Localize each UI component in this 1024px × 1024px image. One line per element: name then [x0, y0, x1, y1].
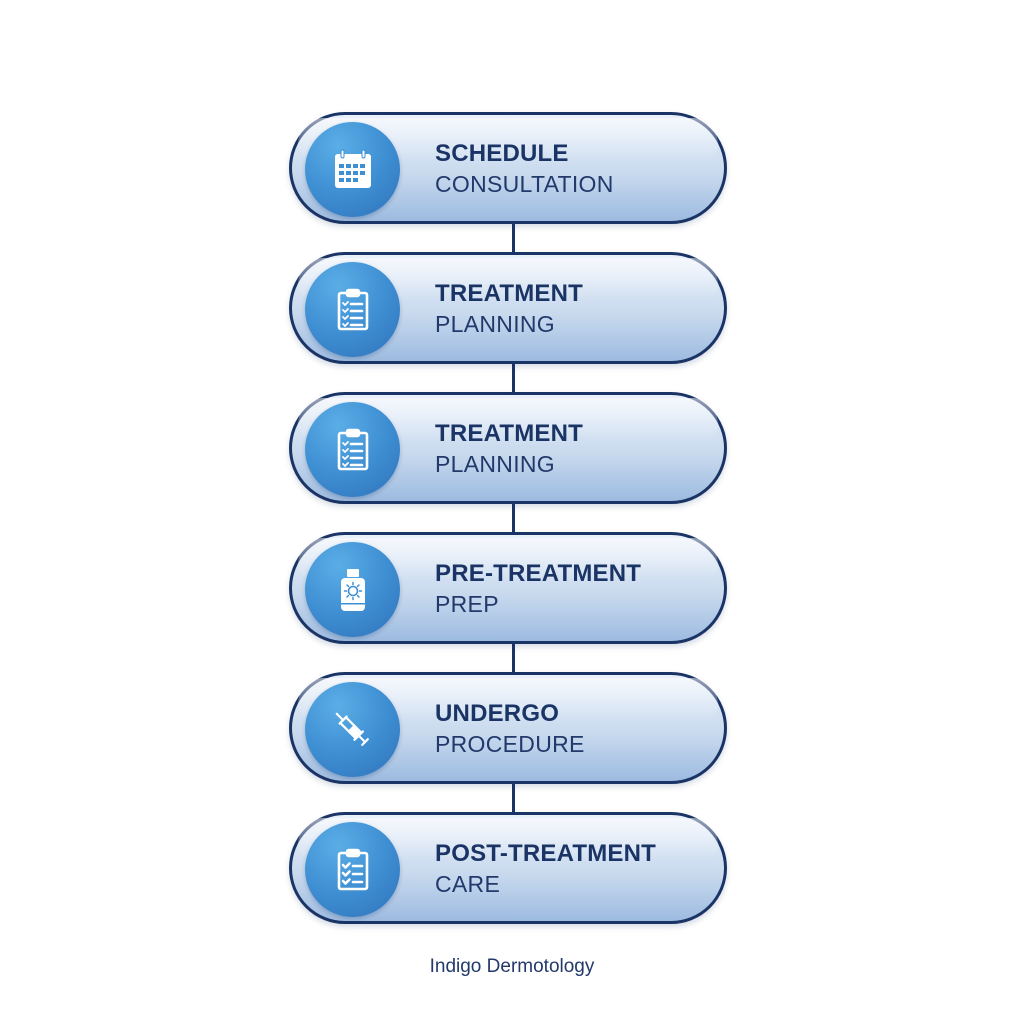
- step-subtitle: PROCEDURE: [435, 731, 585, 757]
- step-post-treatment-care: POST-TREATMENT CARE: [289, 812, 727, 924]
- step-labels: TREATMENT PLANNING: [435, 419, 583, 479]
- step-title: PRE-TREATMENT: [435, 560, 642, 587]
- step-title: POST-TREATMENT: [435, 840, 657, 867]
- clipboard-checklist-icon: [305, 402, 400, 497]
- step-subtitle: CARE: [435, 871, 501, 897]
- footer-brand-text: Indigo Dermotology: [429, 956, 595, 977]
- step-title: TREATMENT: [435, 420, 584, 447]
- step-undergo-procedure: UNDERGO PROCEDURE: [289, 672, 727, 784]
- connector-line: [512, 504, 515, 532]
- syringe-icon: [305, 682, 400, 777]
- step-labels: SCHEDULE CONSULTATION: [435, 139, 614, 199]
- step-title: TREATMENT: [435, 280, 584, 307]
- connector-line: [512, 644, 515, 672]
- step-labels: UNDERGO PROCEDURE: [435, 699, 585, 759]
- clipboard-checklist-icon: [305, 822, 400, 917]
- connector-line: [512, 364, 515, 392]
- step-labels: POST-TREATMENT CARE: [435, 839, 656, 899]
- step-subtitle: PLANNING: [435, 311, 555, 337]
- step-treatment-planning-2: TREATMENT PLANNING: [289, 392, 727, 504]
- step-labels: TREATMENT PLANNING: [435, 279, 583, 339]
- step-treatment-planning: TREATMENT PLANNING: [289, 252, 727, 364]
- step-pre-treatment-prep: PRE-TREATMENT PREP: [289, 532, 727, 644]
- clipboard-checklist-icon: [305, 262, 400, 357]
- calendar-icon: [305, 122, 400, 217]
- step-title: SCHEDULE: [435, 140, 569, 167]
- step-subtitle: PREP: [435, 591, 499, 617]
- connector-line: [512, 224, 515, 252]
- step-subtitle: CONSULTATION: [435, 171, 614, 197]
- step-schedule-consultation: SCHEDULE CONSULTATION: [289, 112, 727, 224]
- step-subtitle: PLANNING: [435, 451, 555, 477]
- sunscreen-bottle-icon: [305, 542, 400, 637]
- step-title: UNDERGO: [435, 700, 560, 727]
- connector-line: [512, 784, 515, 812]
- step-labels: PRE-TREATMENT PREP: [435, 559, 641, 619]
